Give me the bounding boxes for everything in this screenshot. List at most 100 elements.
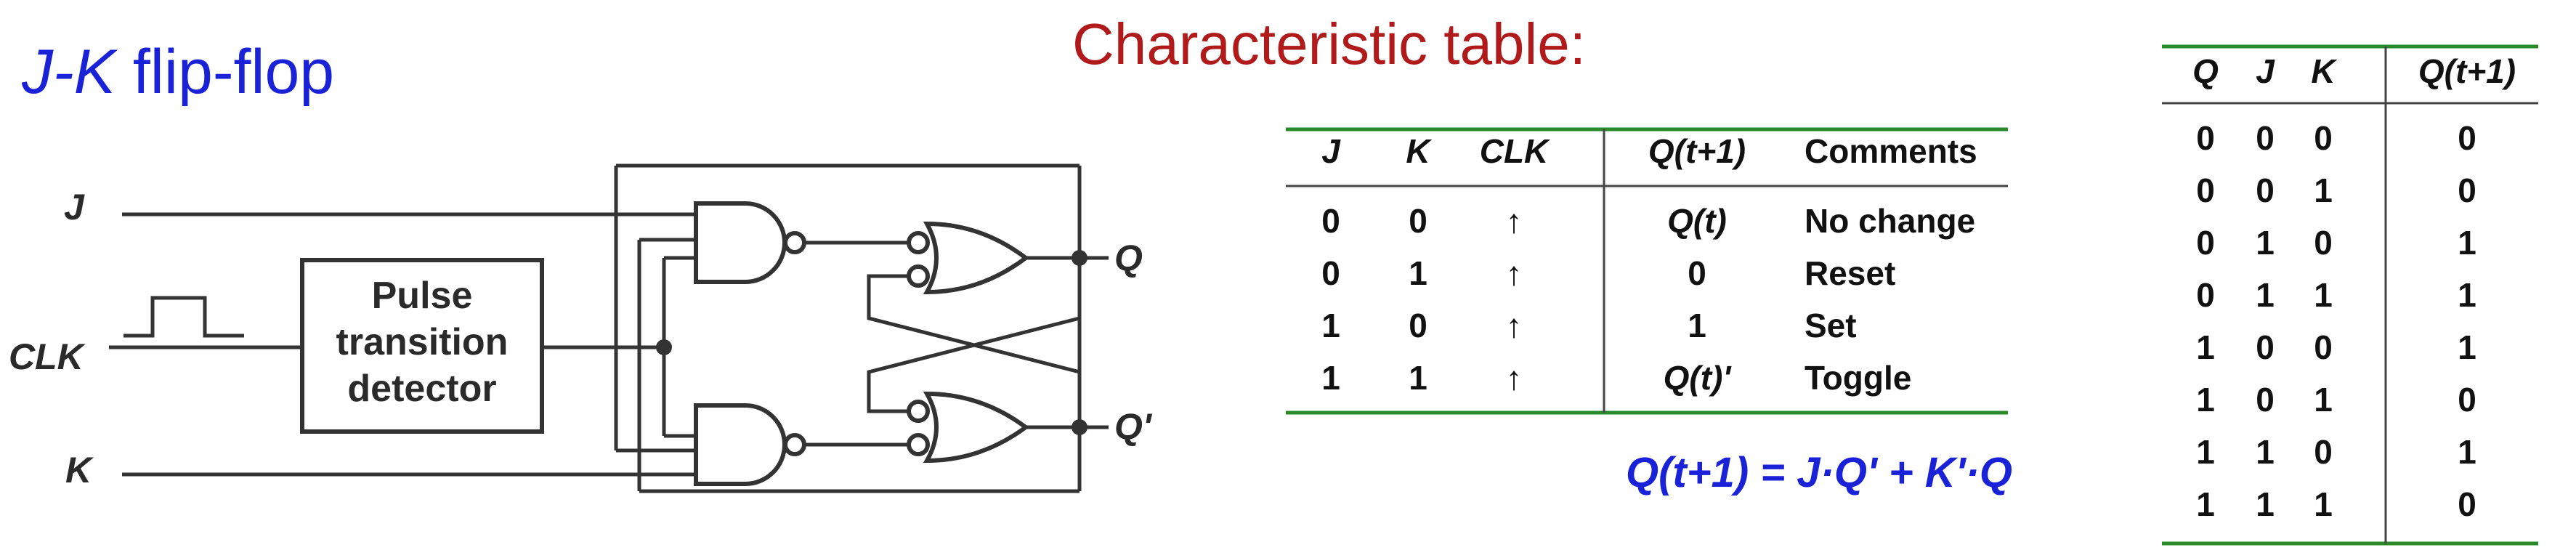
char-comment: Set — [1805, 307, 1857, 344]
wire-cross-b — [867, 316, 1080, 413]
truth-cell: 1 — [2196, 433, 2215, 471]
char-row: 0 1 ↑ 0 Reset — [1321, 254, 1895, 292]
char-cell: 1 — [1409, 359, 1427, 397]
truth-cell: 0 — [2196, 119, 2215, 157]
qbar-junction-dot — [1072, 419, 1087, 435]
detector-label-line2: transition — [336, 321, 509, 363]
char-header-k: K — [1406, 132, 1432, 170]
char-cell: 1 — [1409, 254, 1427, 292]
output-label-q: Q — [1114, 238, 1143, 278]
truth-cell: 1 — [2314, 276, 2333, 314]
or-bottom-bubble-b — [907, 433, 930, 456]
char-cell: 0 — [1688, 254, 1706, 292]
char-cell: 0 — [1321, 202, 1340, 240]
input-label-k: K — [65, 450, 94, 490]
output-label-qbar: Q' — [1114, 406, 1153, 447]
rising-edge-arrow: ↑ — [1506, 254, 1523, 292]
truth-cell: 1 — [2458, 224, 2476, 262]
truth-row: 1 0 1 0 — [2196, 381, 2476, 418]
truth-cell: 0 — [2458, 171, 2476, 209]
truth-cell: 1 — [2196, 328, 2215, 366]
char-row: 1 1 ↑ Q(t)' Toggle — [1321, 359, 1911, 397]
truth-row: 0 1 0 1 — [2196, 224, 2476, 262]
truth-cell: 1 — [2458, 328, 2476, 366]
truth-cell: 0 — [2314, 224, 2333, 262]
truth-cell: 0 — [2256, 328, 2275, 366]
char-cell: 0 — [1409, 202, 1427, 240]
nand-gate-bottom — [694, 403, 787, 486]
or-top-bubble-a — [907, 231, 930, 254]
char-header-qnext: Q(t+1) — [1648, 132, 1746, 170]
char-row: 1 0 ↑ 1 Set — [1321, 307, 1856, 344]
title-jk: J-K — [21, 37, 118, 107]
truth-row: 1 1 0 1 — [2196, 433, 2476, 471]
or-gate-top — [923, 221, 1029, 295]
detector-label-line1: Pulse — [372, 275, 473, 317]
wire-cross-a — [867, 274, 1080, 374]
truth-row: 1 1 1 0 — [2196, 485, 2476, 523]
or-gate-bottom — [923, 391, 1030, 464]
truth-header-q: Q — [2192, 52, 2219, 90]
truth-row: 0 1 1 1 — [2196, 276, 2476, 314]
rising-edge-arrow: ↑ — [1506, 359, 1523, 397]
char-comment: Reset — [1805, 254, 1895, 292]
char-comment: Toggle — [1805, 359, 1911, 397]
truth-cell: 1 — [2458, 276, 2476, 314]
characteristic-table: J K CLK Q(t+1) Comments 0 0 ↑ Q(t) No ch… — [1286, 127, 2008, 415]
truth-cell: 1 — [2256, 224, 2275, 262]
char-cell: Q(t)' — [1664, 359, 1733, 397]
truth-cell: 1 — [2314, 381, 2333, 418]
truth-cell: 1 — [2256, 485, 2275, 523]
rising-edge-arrow: ↑ — [1506, 202, 1523, 240]
truth-cell: 1 — [2196, 381, 2215, 418]
truth-row: 0 0 0 0 — [2196, 119, 2476, 157]
truth-cell: 1 — [2256, 276, 2275, 314]
truth-cell: 1 — [2256, 433, 2275, 471]
q-junction-dot — [1072, 250, 1087, 266]
input-label-clk: CLK — [9, 336, 86, 377]
nand-gate-top — [694, 201, 787, 284]
truth-header-j: J — [2256, 52, 2275, 90]
char-cell: Q(t) — [1667, 202, 1727, 240]
truth-cell: 0 — [2256, 381, 2275, 418]
char-header-clk: CLK — [1480, 132, 1550, 170]
truth-cell: 0 — [2196, 276, 2215, 314]
characteristic-equation: Q(t+1) = J·Q' + K'·Q — [1626, 449, 2012, 496]
truth-header-qnext: Q(t+1) — [2418, 52, 2516, 90]
nand-bubble-top — [783, 231, 806, 254]
jk-circuit: J CLK K Pulse transition detector — [9, 163, 1153, 493]
truth-cell: 1 — [2458, 433, 2476, 471]
truth-cell: 1 — [2196, 485, 2215, 523]
input-label-j: J — [64, 187, 85, 227]
or-top-bubble-b — [907, 264, 930, 288]
char-cell: 1 — [1321, 307, 1340, 344]
truth-cell: 1 — [2314, 171, 2333, 209]
or-bottom-bubble-a — [907, 400, 930, 423]
pulse-transition-detector-box — [300, 258, 544, 434]
char-cell: 1 — [1321, 359, 1340, 397]
char-header-comments: Comments — [1805, 132, 1977, 170]
clock-pulse-icon — [123, 296, 244, 338]
truth-row: 0 0 1 0 — [2196, 171, 2476, 209]
slide-title: J-K flip-flop — [21, 37, 334, 107]
truth-cell: 0 — [2458, 119, 2476, 157]
truth-cell: 0 — [2458, 485, 2476, 523]
truth-table: Q J K Q(t+1) 0 0 0 0 0 0 1 0 0 1 0 1 0 1… — [2162, 44, 2538, 546]
truth-cell: 0 — [2458, 381, 2476, 418]
rising-edge-arrow: ↑ — [1506, 307, 1523, 344]
char-cell: 1 — [1688, 307, 1706, 344]
truth-cell: 1 — [2314, 485, 2333, 523]
char-cell: 0 — [1409, 307, 1427, 344]
char-header-j: J — [1321, 132, 1341, 170]
truth-header-k: K — [2311, 52, 2337, 90]
truth-cell: 0 — [2256, 119, 2275, 157]
truth-cell: 0 — [2314, 433, 2333, 471]
truth-cell: 0 — [2314, 328, 2333, 366]
truth-cell: 0 — [2196, 171, 2215, 209]
nand-bubble-bottom — [783, 433, 806, 456]
truth-cell: 0 — [2314, 119, 2333, 157]
truth-cell: 0 — [2256, 171, 2275, 209]
char-comment: No change — [1805, 202, 1975, 240]
char-cell: 0 — [1321, 254, 1340, 292]
